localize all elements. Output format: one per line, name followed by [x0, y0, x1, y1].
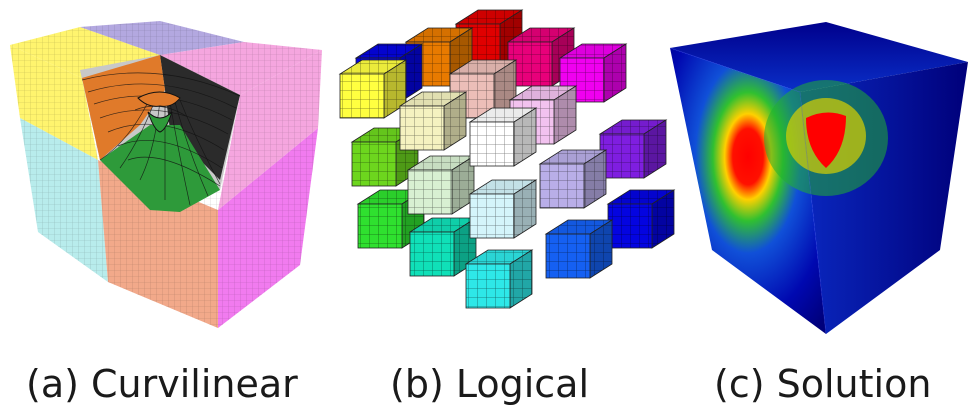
block-grid-overlay — [409, 231, 455, 277]
caption-curvilinear: (a) Curvilinear — [26, 362, 298, 406]
logical-block — [468, 179, 538, 239]
block-grid-overlay — [357, 203, 403, 249]
core-center-marker — [137, 91, 181, 107]
solution-hotspot — [806, 112, 846, 168]
logical-block — [356, 189, 426, 249]
block-grid-overlay — [607, 203, 653, 249]
block-grid-overlay — [545, 233, 591, 279]
logical-block — [538, 149, 608, 209]
block-grid-overlay — [351, 141, 397, 187]
block-grid-overlay — [469, 193, 515, 239]
core-black-sector — [160, 55, 240, 180]
solution-top-face — [670, 22, 968, 92]
logical-block — [406, 155, 476, 215]
curvilinear-mesh-cube — [10, 21, 322, 328]
block-grid-overlay — [399, 105, 445, 151]
caption-logical: (b) Logical — [390, 362, 590, 406]
core-green-sector — [100, 125, 220, 212]
logical-block — [468, 107, 538, 167]
logical-block — [598, 119, 668, 179]
block-grid-overlay — [465, 263, 511, 309]
logical-block — [464, 249, 534, 309]
core-orange-sector — [82, 55, 165, 160]
caption-solution: (c) Solution — [714, 362, 932, 406]
logical-block — [544, 219, 614, 279]
block-grid-overlay — [407, 169, 453, 215]
logical-block — [398, 91, 468, 151]
block-grid-overlay — [339, 73, 385, 119]
block-grid-overlay — [599, 133, 645, 179]
logical-block — [606, 189, 676, 249]
logical-block — [338, 59, 408, 119]
block-grid-overlay — [469, 121, 515, 167]
solution-cube — [669, 22, 968, 335]
block-grid-overlay — [539, 163, 585, 209]
logical-block-cube — [338, 9, 676, 309]
